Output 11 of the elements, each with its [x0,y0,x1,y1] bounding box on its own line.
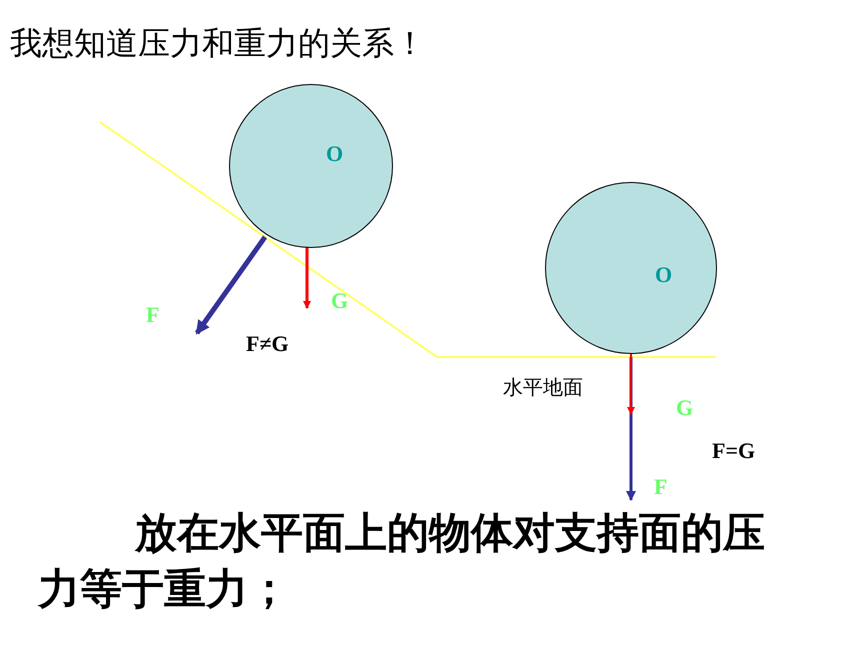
title: 我想知道压力和重力的关系！ [10,23,426,64]
force-label: G [676,395,694,421]
center-label: O [326,141,344,167]
center-label: O [655,262,672,288]
surface-label: 水平地面 [503,374,583,401]
relation-label: F≠G [246,331,289,357]
relation-label: F=G [712,438,756,464]
force-label: F [654,474,668,500]
force-label: F [146,302,160,328]
conclusion-text: 放在水平面上的物体对支持面的压力等于重力； [38,507,766,615]
force-label: G [331,288,348,314]
